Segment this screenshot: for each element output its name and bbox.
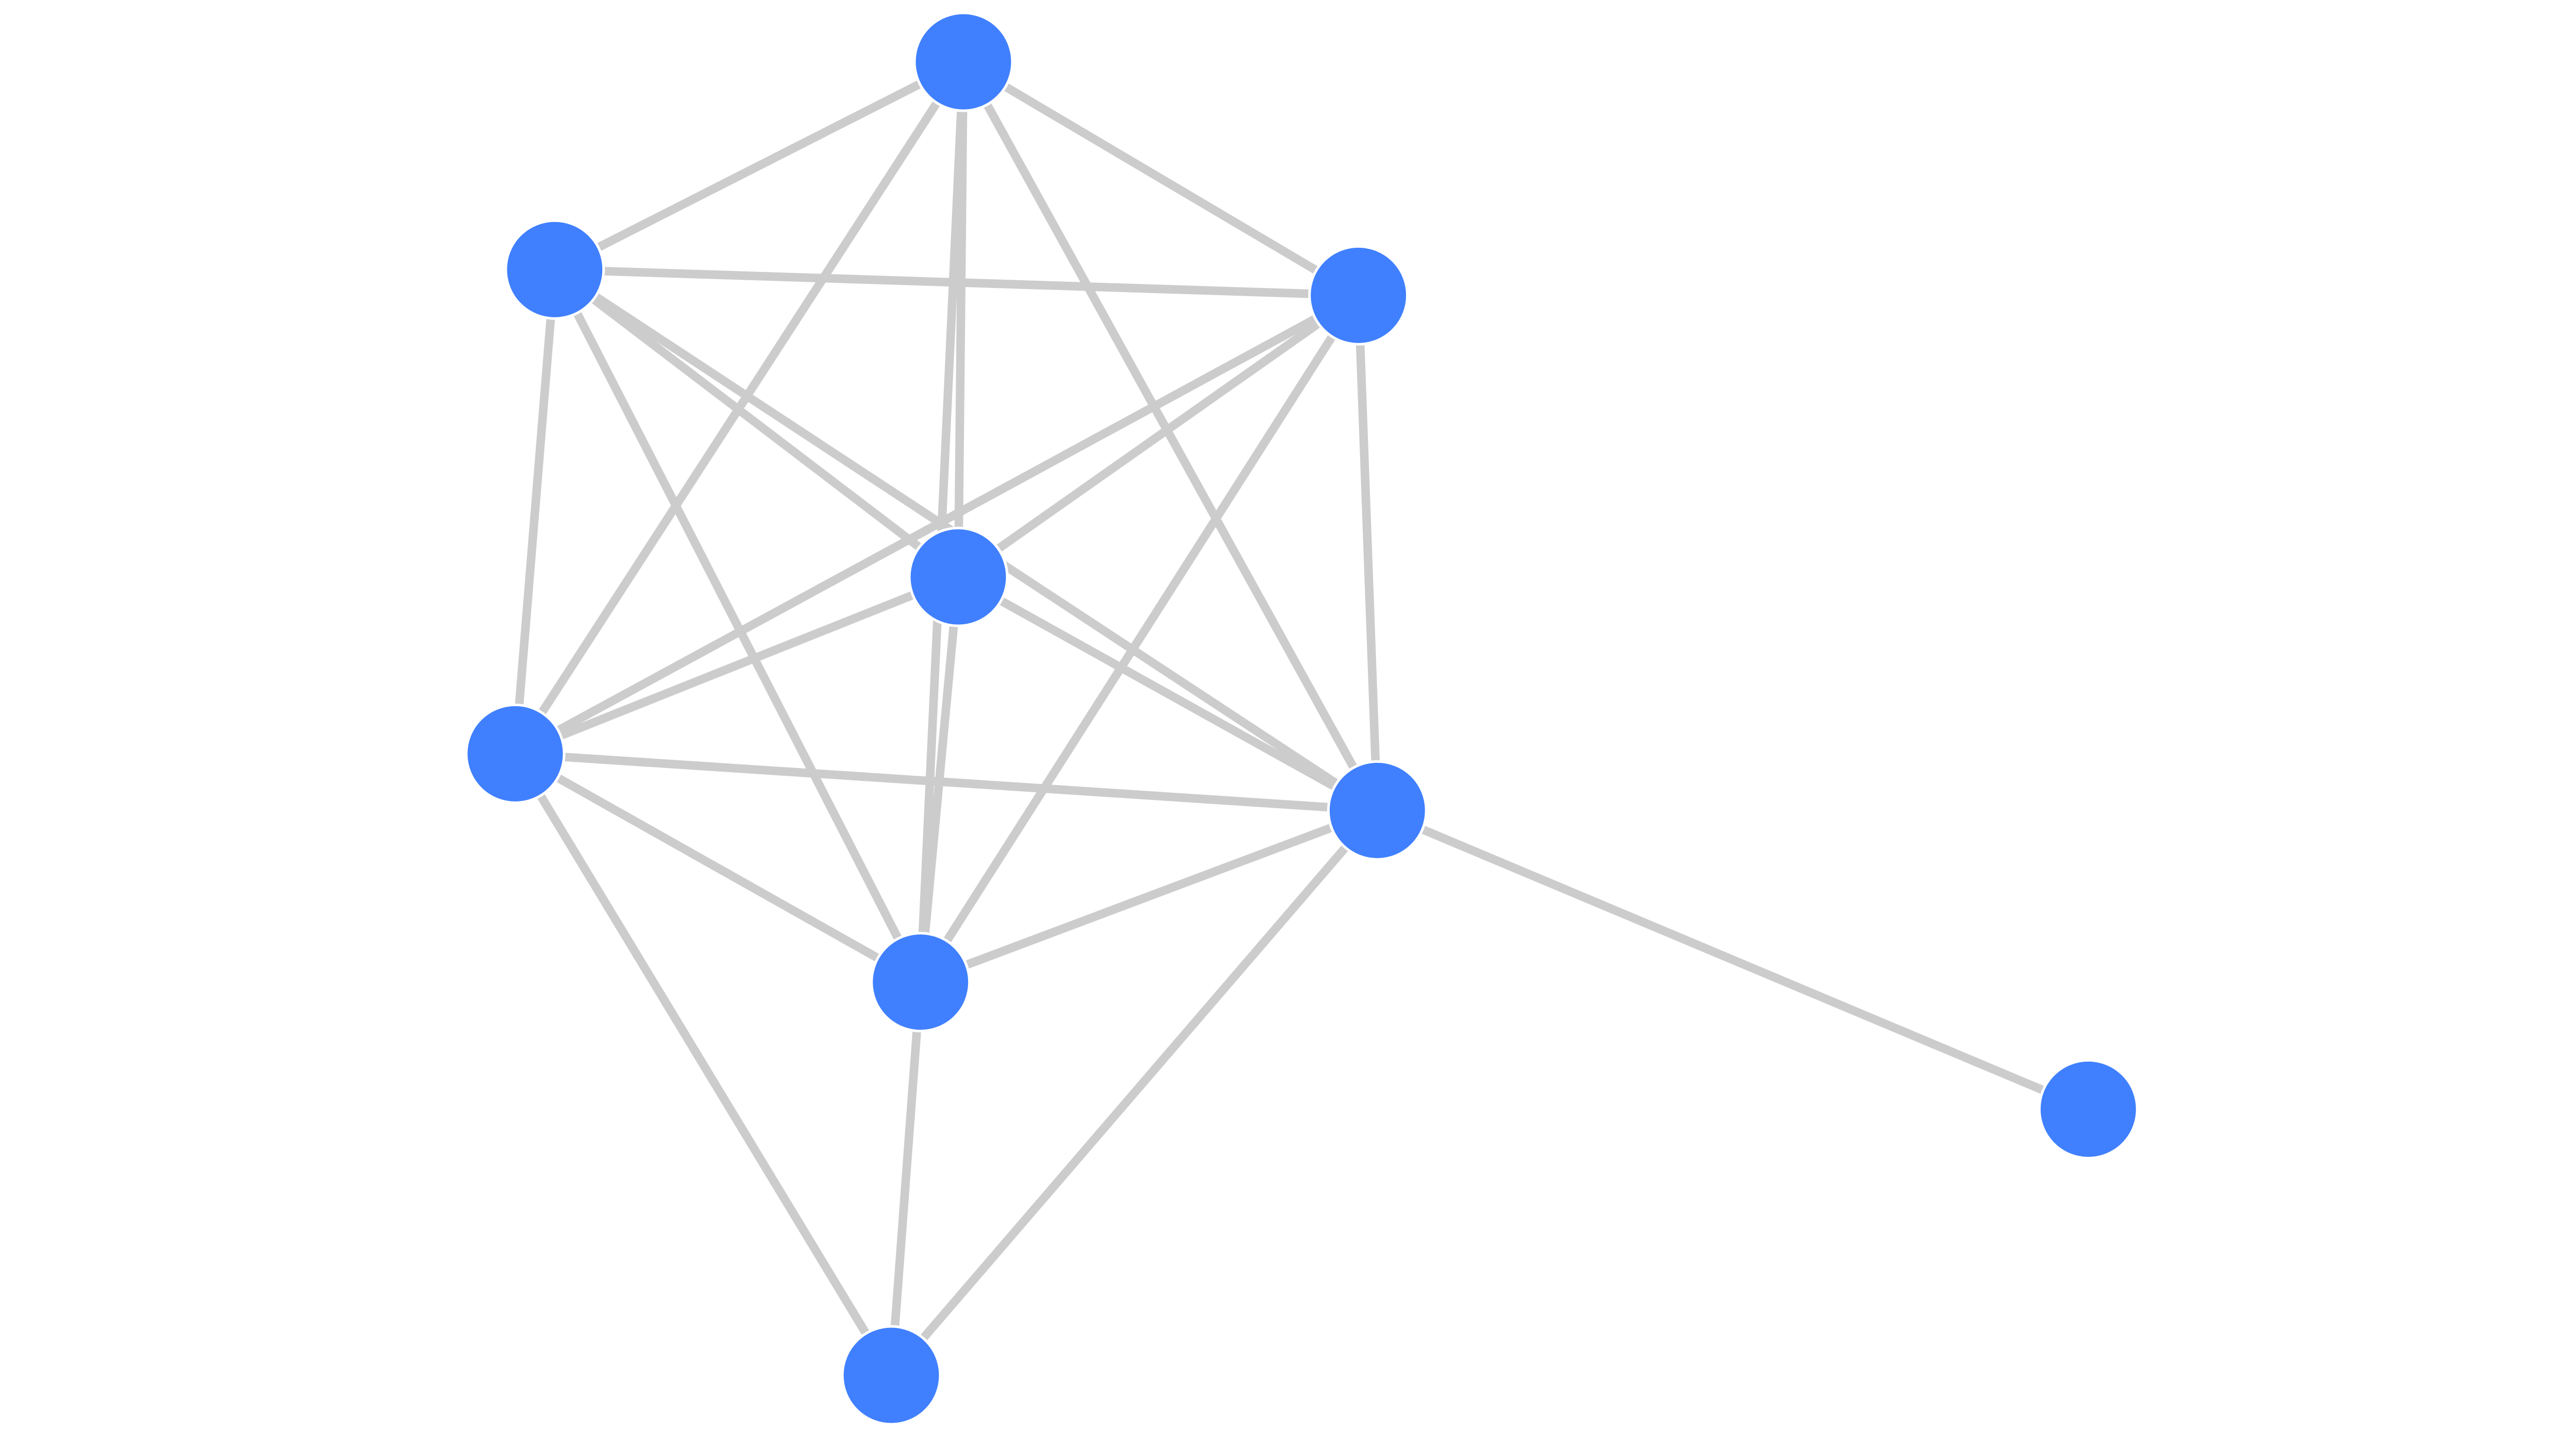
graph-node-n3[interactable] [1308,245,1409,346]
graph-node-n1[interactable] [913,11,1014,112]
graph-node-n6[interactable] [1327,760,1428,861]
graph-edge-n2-n7 [550,265,925,986]
graph-edge-n3-n5 [511,291,1363,758]
graph-edge-n5-n8 [511,749,896,1380]
graph-node-n7[interactable] [870,932,971,1033]
graph-edge-n1-n6 [959,57,1382,815]
edge-layer [511,57,2093,1380]
graph-edge-n6-n9 [1373,806,2093,1114]
graph-edge-n3-n7 [916,291,1363,986]
graph-edge-n4-n5 [511,572,963,758]
graph-edge-n3-n6 [1354,291,1382,815]
graph-edge-n5-n6 [511,749,1382,815]
graph-node-n9[interactable] [2038,1059,2139,1160]
graph-edge-n4-n6 [954,572,1382,815]
graph-edge-n3-n4 [954,291,1363,582]
graph-edge-n5-n7 [511,749,925,986]
graph-node-n8[interactable] [841,1325,942,1426]
graph-node-n4[interactable] [908,526,1009,627]
graph-edge-n7-n8 [887,978,925,1380]
graph-edge-n1-n2 [550,57,968,274]
graph-edge-n2-n3 [550,265,1363,300]
graph-node-n5[interactable] [465,703,566,804]
node-layer [465,11,2139,1426]
graph-edge-n2-n5 [511,265,559,758]
graph-edge-n6-n8 [887,806,1382,1380]
graph-edge-n2-n4 [550,265,963,582]
graph-edge-n6-n7 [916,806,1382,986]
graph-node-n2[interactable] [504,219,605,320]
graph-edge-n1-n3 [959,57,1363,300]
